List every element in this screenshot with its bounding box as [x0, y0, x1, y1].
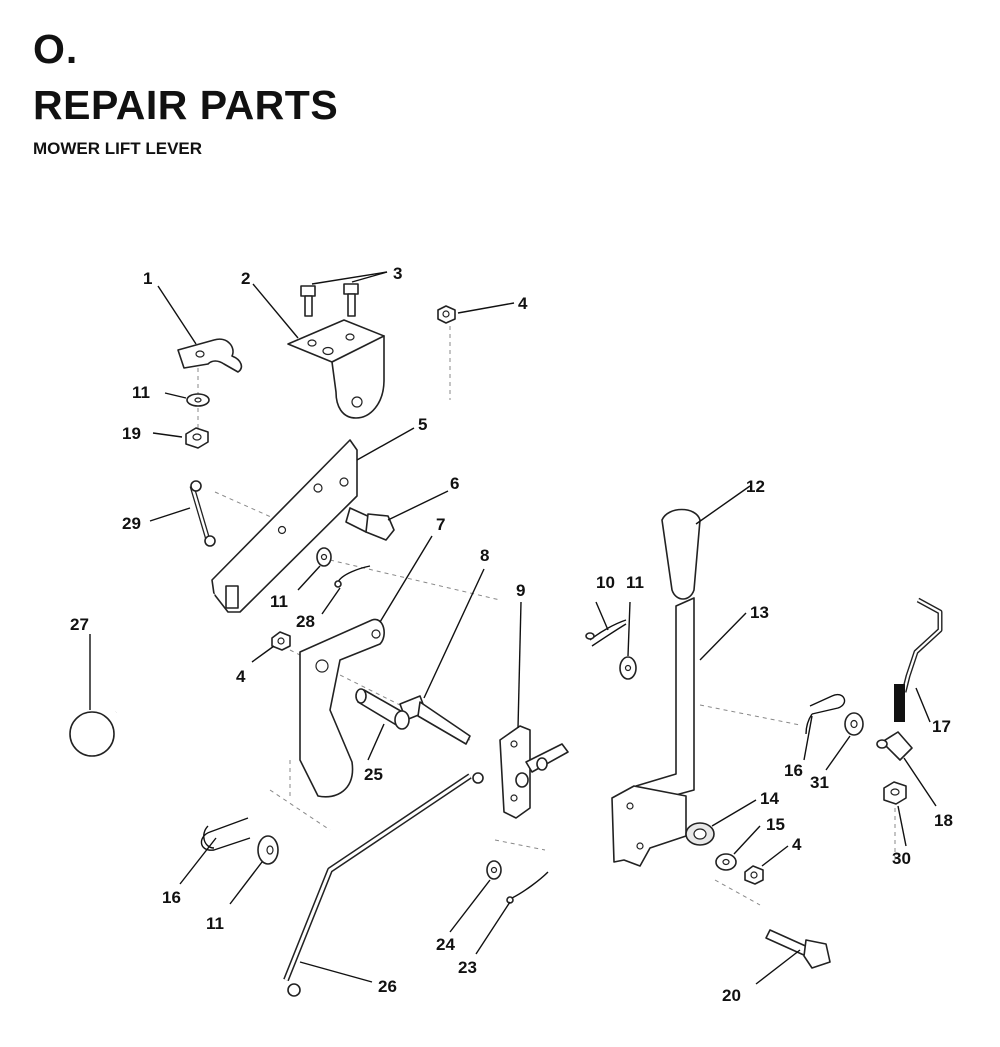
leader-lines — [89, 271, 937, 985]
part-7-bracket — [299, 618, 385, 798]
part-13-lever — [611, 597, 695, 867]
page-title: REPAIR PARTS — [33, 82, 339, 128]
part-23-cotter-pin — [506, 871, 549, 904]
part-15-washer — [715, 853, 737, 871]
callout-28: 28 — [296, 612, 315, 631]
part-11-washer-mid — [316, 547, 332, 567]
part-18-ferrule — [876, 731, 913, 761]
callout-29: 29 — [122, 514, 141, 533]
callout-4-left: 4 — [236, 667, 246, 686]
part-1-clip — [177, 338, 243, 373]
part-16-hairpin-left — [200, 817, 251, 851]
part-11-washer-right — [619, 656, 637, 680]
part-19-nut — [185, 427, 209, 449]
part-29-link — [189, 480, 216, 547]
callouts: 1 2 3 4 5 6 7 8 9 10 11 11 11 11 12 13 1… — [70, 264, 953, 1005]
callout-11-top: 11 — [132, 383, 150, 402]
callout-17: 17 — [932, 717, 951, 736]
part-4-nut-top — [437, 305, 456, 324]
callout-27: 27 — [70, 615, 89, 634]
callout-24: 24 — [436, 935, 455, 954]
part-3-bolts — [300, 283, 359, 317]
callout-10: 10 — [596, 573, 615, 592]
callout-8: 8 — [480, 546, 489, 565]
callout-23: 23 — [458, 958, 477, 977]
callout-31: 31 — [810, 773, 829, 792]
callout-12: 12 — [746, 477, 765, 496]
part-17-threaded-rod — [894, 597, 943, 722]
callout-11-mid: 11 — [270, 592, 288, 611]
page-subtitle: MOWER LIFT LEVER — [33, 139, 203, 158]
part-20-bolt — [765, 929, 831, 969]
callout-2: 2 — [241, 269, 250, 288]
callout-9: 9 — [516, 581, 525, 600]
callout-11-right: 11 — [626, 573, 644, 592]
part-27-knob — [69, 711, 115, 757]
callout-7: 7 — [436, 515, 445, 534]
part-9-plate — [499, 725, 569, 819]
part-12-handle-grip — [661, 508, 701, 600]
callout-30: 30 — [892, 849, 911, 868]
part-11-washer-low — [257, 835, 279, 865]
callout-11-low: 11 — [206, 914, 224, 933]
part-31-washer — [844, 712, 864, 736]
part-26-rod — [283, 772, 484, 997]
callout-5: 5 — [418, 415, 427, 434]
callout-1: 1 — [143, 269, 152, 288]
part-28-cotter-pin — [334, 565, 371, 588]
callout-4: 4 — [518, 294, 528, 313]
part-2-bracket — [287, 319, 385, 419]
part-25-spacer — [355, 688, 410, 730]
callout-16-right: 16 — [784, 761, 803, 780]
callout-16-left: 16 — [162, 888, 181, 907]
part-16-hairpin-right — [805, 693, 846, 735]
part-14-bushing — [685, 822, 715, 846]
part-8-bolt — [399, 695, 471, 745]
callout-4-right: 4 — [792, 835, 802, 854]
callout-19: 19 — [122, 424, 141, 443]
callout-26: 26 — [378, 977, 397, 996]
callout-13: 13 — [750, 603, 769, 622]
part-30-nut — [883, 781, 907, 805]
part-4-nut-left — [271, 631, 291, 651]
section-letter: O. — [33, 26, 79, 72]
part-5-lift-lever — [115, 439, 358, 713]
callout-15: 15 — [766, 815, 785, 834]
callout-20: 20 — [722, 986, 741, 1005]
callout-6: 6 — [450, 474, 459, 493]
part-24-washer — [486, 860, 502, 880]
callout-25: 25 — [364, 765, 383, 784]
callout-14: 14 — [760, 789, 779, 808]
part-11-washer-top — [186, 393, 210, 407]
callout-18: 18 — [934, 811, 953, 830]
callout-3: 3 — [393, 264, 402, 283]
part-6-bolt — [345, 507, 395, 541]
part-4-nut-right — [744, 865, 764, 885]
